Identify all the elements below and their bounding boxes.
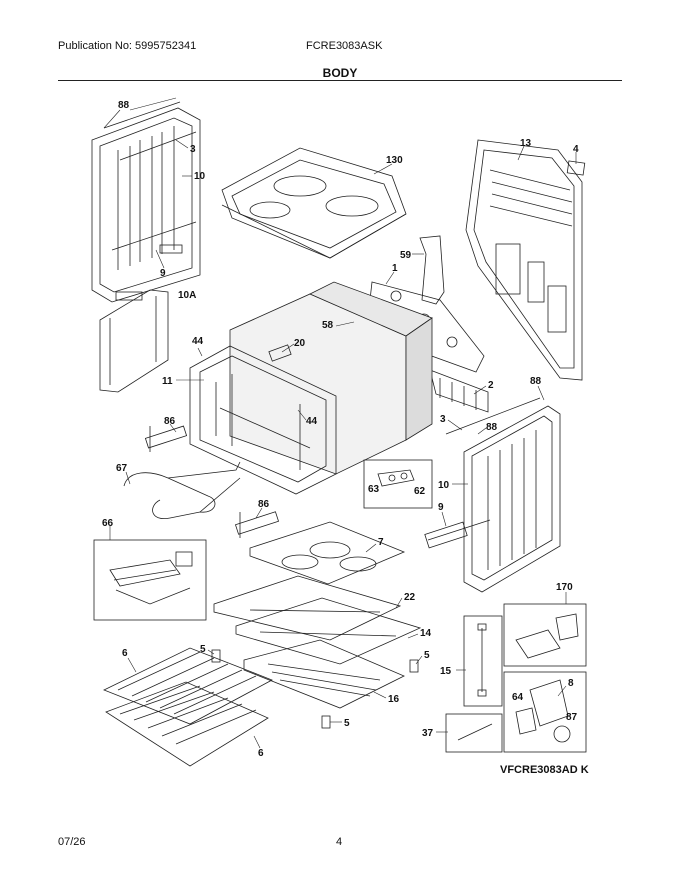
label-88-mid: 88	[486, 422, 498, 433]
footer-date: 07/26	[58, 836, 86, 848]
diagram-code: VFCRE3083AD K	[500, 764, 589, 776]
label-44-center: 44	[306, 416, 318, 427]
label-170: 170	[556, 582, 573, 593]
label-8: 8	[568, 678, 574, 689]
label-63: 63	[368, 484, 380, 495]
label-20: 20	[294, 338, 306, 349]
bottom-tray	[243, 639, 405, 709]
label-7: 7	[378, 537, 384, 548]
vent-trim	[429, 369, 489, 413]
label-22: 22	[404, 592, 416, 603]
label-1: 1	[392, 263, 398, 274]
door-liner-panel	[99, 289, 169, 393]
section-title: BODY	[322, 66, 358, 80]
label-59: 59	[400, 250, 412, 261]
label-88-top: 88	[118, 100, 130, 111]
broil-element-box	[93, 539, 207, 621]
label-15: 15	[440, 666, 452, 677]
label-5-left: 5	[200, 644, 206, 655]
label-2: 2	[488, 380, 494, 391]
top-cooktop-panel	[221, 147, 407, 259]
kit-box-lower	[503, 671, 587, 753]
label-14: 14	[420, 628, 432, 639]
label-4: 4	[573, 144, 579, 155]
header-rule	[58, 80, 622, 81]
terminal-block-box	[363, 459, 433, 509]
label-86-center: 86	[258, 499, 270, 510]
broil-element-terminals	[234, 511, 280, 538]
broiler-pan-assembly	[249, 521, 406, 585]
label-5-right: 5	[424, 650, 430, 661]
label-62: 62	[414, 486, 426, 497]
rear-back-panel	[465, 139, 586, 381]
label-37: 37	[422, 728, 434, 739]
right-door-frame	[424, 397, 561, 593]
bake-element	[123, 461, 241, 520]
leveling-legs	[211, 649, 419, 729]
model-number: FCRE3083ASK	[306, 40, 383, 52]
label-86-left: 86	[164, 416, 176, 427]
label-6-top: 6	[122, 648, 128, 659]
frame-assembly	[213, 575, 422, 665]
label-64: 64	[512, 692, 524, 703]
oven-rack-lower	[105, 681, 269, 767]
label-66: 66	[102, 518, 114, 529]
oven-cavity-body	[189, 281, 433, 495]
label-3-left: 3	[190, 144, 196, 155]
label-9-right: 9	[438, 502, 444, 513]
label-13: 13	[520, 138, 532, 149]
page-number: 4	[336, 836, 343, 848]
label-3-right: 3	[440, 414, 446, 425]
label-16: 16	[388, 694, 400, 705]
left-door-frame	[91, 101, 201, 303]
label-5-bottom: 5	[344, 718, 350, 729]
label-10A: 10A	[178, 290, 196, 301]
label-130: 130	[386, 155, 403, 166]
probe-box	[445, 713, 503, 753]
label-9-left: 9	[160, 268, 166, 279]
label-58: 58	[322, 320, 334, 331]
label-44-left: 44	[192, 336, 204, 347]
label-10-left: 10	[194, 171, 206, 182]
kit-box-170	[503, 603, 587, 667]
leader-lines	[103, 97, 577, 749]
label-67: 67	[116, 463, 128, 474]
label-11: 11	[162, 376, 173, 387]
label-6-bottom: 6	[258, 748, 264, 759]
publication-number: Publication No: 5995752341	[58, 40, 197, 52]
label-88-right: 88	[530, 376, 542, 387]
sensor-box	[463, 615, 503, 707]
bake-element-terminals	[144, 425, 188, 452]
label-87: 87	[566, 712, 578, 723]
label-10-right: 10	[438, 480, 450, 491]
